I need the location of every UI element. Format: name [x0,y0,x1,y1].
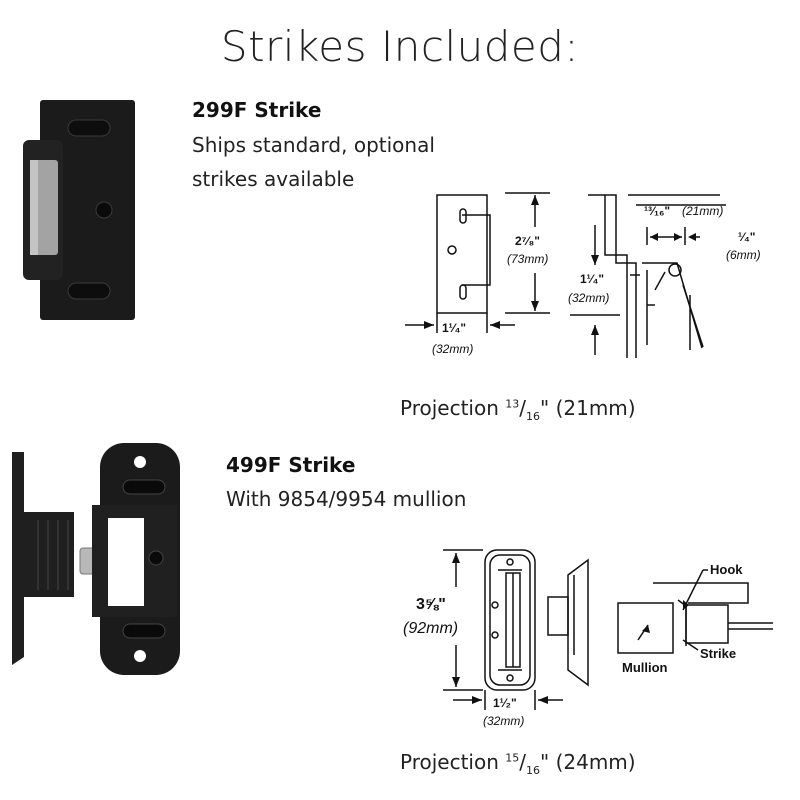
dim-299-gap-in: ¹⁄₄" [738,230,755,244]
dim-299-proj-mm: (21mm) [682,204,723,218]
strike-499-projection: Projection 15/16" (24mm) [400,750,636,777]
strike-299-photo [23,100,135,320]
strike-299-name: 299F Strike [192,98,322,122]
strike-299-desc-line2: strikes available [192,167,355,191]
page-title: Strikes Included: [220,22,580,71]
strike-299-projection: Projection 13/16" (21mm) [400,396,636,423]
dim-499-width-in: 1¹⁄₂" [493,696,517,710]
dim-299-offset-mm: (32mm) [568,291,609,305]
dim-299-width-mm: (32mm) [432,342,473,356]
callout-strike: Strike [700,646,736,661]
strike-299-desc-line1: Ships standard, optional [192,133,435,157]
dim-299-proj-in: ¹³⁄₁₆" [644,204,670,218]
strike-499-desc-line1: With 9854/9954 mullion [226,487,467,511]
dim-299-width-in: 1¹⁄₄" [442,321,466,335]
dim-299-height-in: 2⁷⁄₈" [515,234,540,248]
strike-499-diagram: 3⅝" (92mm) 1¹⁄₂" (32mm) Hook Mullion Str… [403,549,773,728]
dim-499-height-in: 3⅝" [416,596,446,613]
dim-499-width-mm: (32mm) [483,714,524,728]
strike-499-name: 499F Strike [226,453,356,477]
dim-499-height-mm: (92mm) [403,620,458,637]
dim-299-offset-in: 1¹⁄₄" [580,272,604,286]
callout-mullion: Mullion [622,660,668,675]
dim-299-height-mm: (73mm) [507,252,548,266]
strike-299-diagram: 2⁷⁄₈" (73mm) 1¹⁄₄" (32mm) 1¹⁄₄" (32mm) ¹… [405,192,761,358]
callout-hook: Hook [710,562,743,577]
strike-499-photo [12,443,180,675]
dim-299-gap-mm: (6mm) [726,248,761,262]
